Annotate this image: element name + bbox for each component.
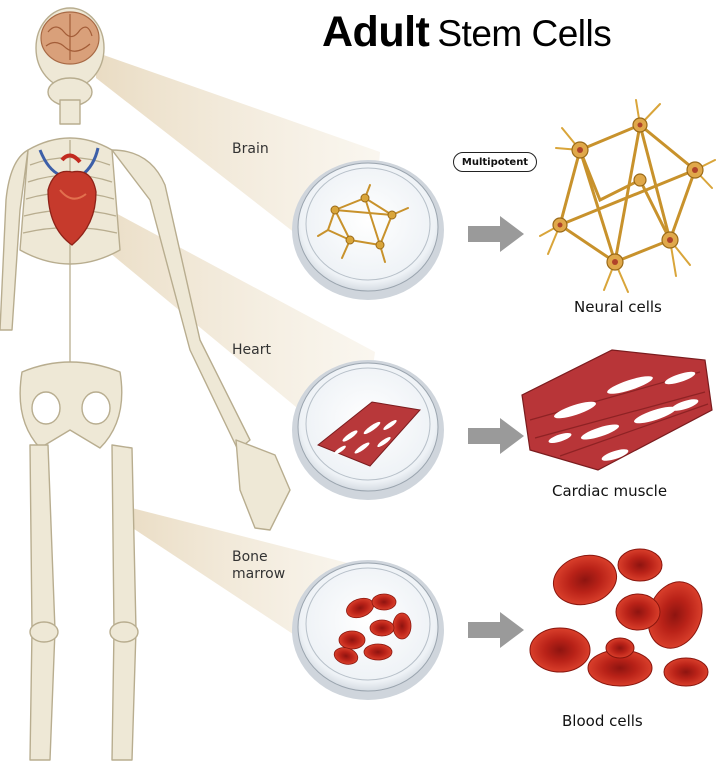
- multipotent-badge: Multipotent: [453, 152, 537, 172]
- right-hand: [236, 440, 290, 530]
- right-leg: [112, 445, 136, 760]
- brain-organ: [41, 12, 99, 64]
- output-label-cardiac-muscle: Cardiac muscle: [552, 482, 667, 500]
- source-label-marrow: marrow: [232, 566, 285, 582]
- output-label-blood-cells: Blood cells: [562, 712, 643, 730]
- source-label-heart: Heart: [232, 342, 271, 359]
- source-label-bone: Bone: [232, 549, 268, 565]
- arrow-brain: [468, 216, 524, 252]
- left-leg: [30, 445, 55, 760]
- cardiac-muscle-illustration: [522, 350, 712, 470]
- arrows: [468, 216, 524, 648]
- neural-cells-illustration: [540, 100, 715, 292]
- petri-dish-brain: [292, 160, 444, 300]
- title-bold: Adult: [322, 8, 429, 56]
- output-label-neural-cells: Neural cells: [574, 298, 662, 316]
- source-label-bone-marrow: Bone marrow: [232, 549, 285, 583]
- blood-cells-illustration: [530, 549, 711, 686]
- petri-dish-bone-marrow: [292, 560, 444, 700]
- arrow-heart: [468, 418, 524, 454]
- arrow-blood: [468, 612, 524, 648]
- title-regular: Stem Cells: [437, 13, 611, 54]
- source-label-brain: Brain: [232, 141, 269, 158]
